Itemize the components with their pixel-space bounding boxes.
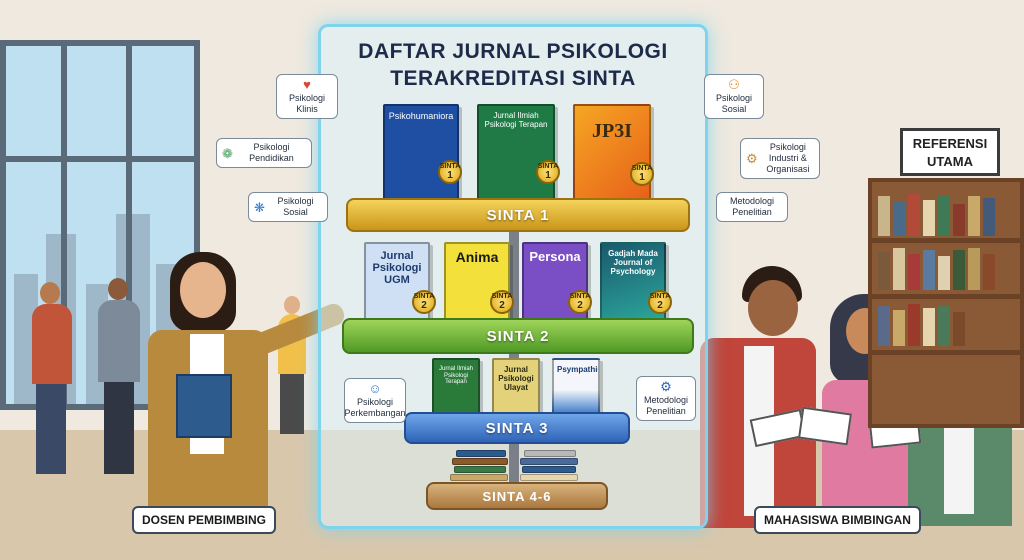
title-line-1: DAFTAR JURNAL PSIKOLOGI: [358, 40, 668, 63]
journal-psikologi-ulayat: Jurnal Psikologi Ulayat: [492, 358, 540, 416]
gear-person-icon: ⚙: [746, 151, 758, 166]
sinta-2-shelf: SINTA 2: [342, 318, 694, 354]
gear-icon: ⚙: [660, 379, 672, 394]
page-title: DAFTAR JURNAL PSIKOLOGI TERAKREDITASI SI…: [318, 38, 708, 92]
journal-ilmiah-psikologi-terapan: Jurnal Ilmiah Psikologi Terapan: [432, 358, 480, 416]
reference-sign-line1: REFERENSI: [912, 136, 988, 151]
student-bg-3-head: [284, 296, 300, 314]
journal-title: Jurnal Ilmiah Psikologi Terapan: [484, 111, 548, 129]
topic-label: Metodologi Penelitian: [729, 196, 775, 217]
topic-psikologi-pendidikan: ❁ Psikologi Pendidikan: [216, 138, 312, 168]
journal-title: Jurnal Ilmiah Psikologi Terapan: [438, 366, 473, 386]
topic-psikologi-industri: ⚙ Psikologi Industri & Organisasi: [740, 138, 820, 179]
journal-psikologi-terapan: Jurnal Ilmiah Psikologi Terapan: [477, 104, 555, 200]
lecturer-book: [176, 374, 232, 438]
topic-label: Psikologi Perkembangan: [344, 397, 406, 418]
topic-label: Psikologi Pendidikan: [249, 142, 294, 163]
student-bg-1: [32, 304, 72, 384]
topic-psikologi-sosial-left: ❋ Psikologi Sosial: [248, 192, 328, 222]
sinta-3-shelf: SINTA 3: [404, 412, 630, 444]
student-1-head: [748, 280, 798, 336]
topic-label: Psikologi Industri & Organisasi: [766, 142, 810, 174]
heart-pulse-icon: ♥: [303, 77, 311, 92]
topic-psikologi-klinis: ♥ Psikologi Klinis: [276, 74, 338, 119]
notebook-icon: [798, 406, 852, 446]
topic-label: Psikologi Sosial: [277, 196, 314, 217]
student-bg-2-head: [108, 278, 128, 300]
journal-psikohumaniora: Psikohumaniora: [383, 104, 459, 200]
topic-metodologi-penelitian-2: ⚙ Metodologi Penelitian: [636, 376, 696, 421]
sinta-1-shelf: SINTA 1: [346, 198, 690, 232]
reference-sign-line2: UTAMA: [927, 154, 973, 169]
topic-label: Psikologi Klinis: [288, 93, 326, 114]
journal-title: Persona: [529, 249, 581, 264]
journal-title: JP3I: [592, 120, 632, 142]
caption-dosen-pembimbing: DOSEN PEMBIMBING: [132, 506, 277, 534]
network-icon: ❋: [254, 199, 265, 215]
lecturer-head: [180, 262, 226, 318]
tier-label: SINTA 2: [486, 327, 550, 345]
tier-label: SINTA 1: [486, 206, 550, 224]
tier-label: SINTA 3: [485, 419, 549, 437]
reference-sign: REFERENSI UTAMA: [900, 128, 1000, 176]
sinta-4-6-shelf: SINTA 4-6: [426, 482, 608, 510]
brain-icon: ❁: [222, 145, 233, 161]
topic-psikologi-sosial-right: ⚇ Psikologi Sosial: [704, 74, 764, 119]
title-line-2: TERAKREDITASI SINTA: [390, 67, 636, 90]
child-development-icon: ☺: [368, 381, 382, 396]
student-bg-2: [98, 300, 140, 382]
journal-title: Anima: [455, 249, 499, 265]
topic-psikologi-perkembangan: ☺ Psikologi Perkembangan: [344, 378, 406, 423]
student-bg-1-head: [40, 282, 60, 304]
journal-title: Gadjah Mada Journal of Psychology: [608, 249, 658, 276]
people-group-icon: ⚇: [728, 77, 740, 92]
journal-title: Jurnal Psikologi Ulayat: [498, 365, 534, 392]
topic-label: Psikologi Sosial: [715, 93, 753, 114]
topic-label: Metodologi Penelitian: [643, 395, 689, 416]
journal-title: Psympathic: [557, 365, 600, 374]
caption-mahasiswa-bimbingan: MAHASISWA BIMBINGAN: [754, 506, 921, 534]
tier-label: SINTA 4-6: [482, 488, 552, 504]
bookshelf: [868, 178, 1024, 428]
journal-psympathic: Psympathic: [552, 358, 600, 416]
journal-title: Psikohumaniora: [388, 111, 454, 121]
journal-title: Jurnal Psikologi UGM: [372, 250, 422, 287]
topic-metodologi-penelitian: Metodologi Penelitian: [716, 192, 788, 222]
